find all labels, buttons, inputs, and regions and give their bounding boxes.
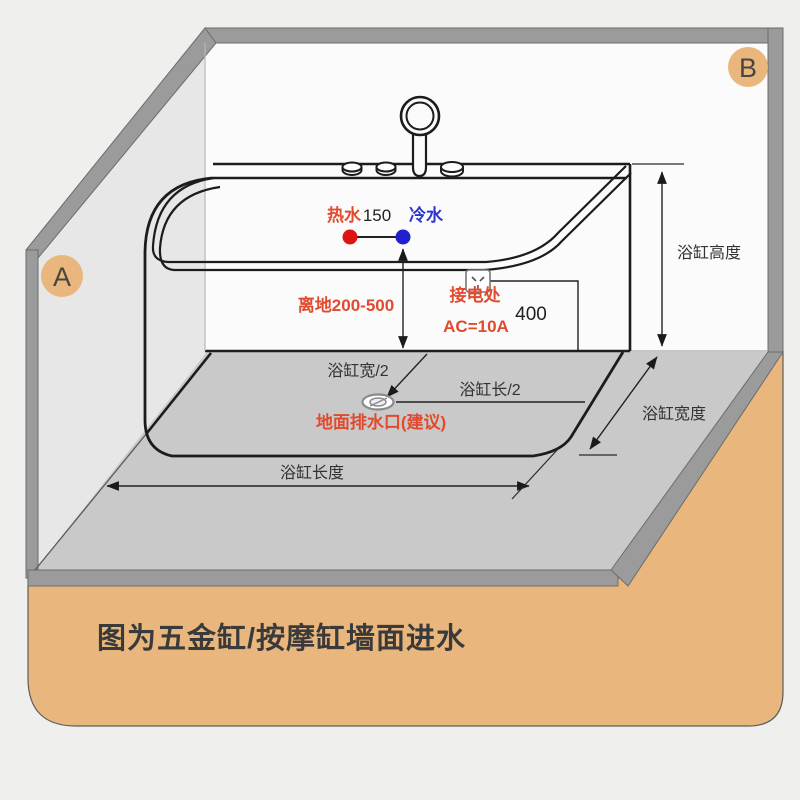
inlet-spacing-value: 150 bbox=[363, 206, 391, 225]
diagram-caption: 图为五金缸/按摩缸墙面进水 bbox=[97, 621, 466, 655]
power-socket-icon bbox=[465, 269, 491, 293]
power-height-value: 400 bbox=[515, 304, 547, 325]
wall-b-badge: B bbox=[728, 47, 768, 87]
tub-length-extension bbox=[511, 448, 559, 500]
drain-icon bbox=[361, 393, 395, 411]
power-rating-label: AC=10A bbox=[443, 317, 509, 336]
power-point-label: 接电处 bbox=[450, 285, 502, 305]
wall-b-face bbox=[205, 42, 768, 352]
wall-b-label: B bbox=[739, 53, 757, 83]
half-width-leader bbox=[386, 353, 428, 398]
hot-water-dot bbox=[342, 229, 358, 245]
tub-width-label: 浴缸宽度 bbox=[642, 404, 706, 423]
faucet-knob bbox=[375, 161, 397, 176]
floor-edge-front bbox=[27, 569, 619, 587]
wall-a-badge: A bbox=[41, 255, 83, 297]
tub-width-dimension bbox=[589, 356, 658, 450]
floor-drain-label: 地面排水口(建议) bbox=[316, 412, 446, 432]
inlet-height-label: 离地200-500 bbox=[298, 295, 394, 315]
tub-footprint-left-edge bbox=[145, 352, 213, 434]
faucet-knob bbox=[341, 161, 363, 176]
cold-water-label: 冷水 bbox=[409, 205, 444, 225]
wall-a-label: A bbox=[53, 262, 71, 292]
wall-frame-left bbox=[25, 249, 39, 579]
tub-left-and-footprint-front bbox=[143, 176, 625, 458]
wall-a-base-line bbox=[34, 432, 148, 571]
hot-water-label: 热水 bbox=[327, 205, 362, 225]
socket-leader-line bbox=[490, 280, 579, 351]
tub-half-length-label: 浴缸长/2 bbox=[459, 380, 520, 399]
floor-edge-right bbox=[610, 351, 784, 587]
tub-length-label: 浴缸长度 bbox=[280, 463, 344, 482]
wall-frame-right bbox=[767, 27, 784, 353]
foreground-floor bbox=[27, 351, 784, 727]
wall-frame-top bbox=[204, 27, 784, 44]
tub-inner-rim-inner bbox=[158, 172, 632, 272]
tub-inner-rim-outer bbox=[151, 165, 627, 264]
tub-height-label: 浴缸高度 bbox=[677, 243, 741, 262]
faucet-knob bbox=[440, 161, 464, 178]
room-floor bbox=[35, 352, 768, 570]
shower-head-icon bbox=[399, 95, 441, 178]
tub-half-width-label: 浴缸宽/2 bbox=[327, 361, 388, 380]
cold-water-dot bbox=[395, 229, 411, 245]
